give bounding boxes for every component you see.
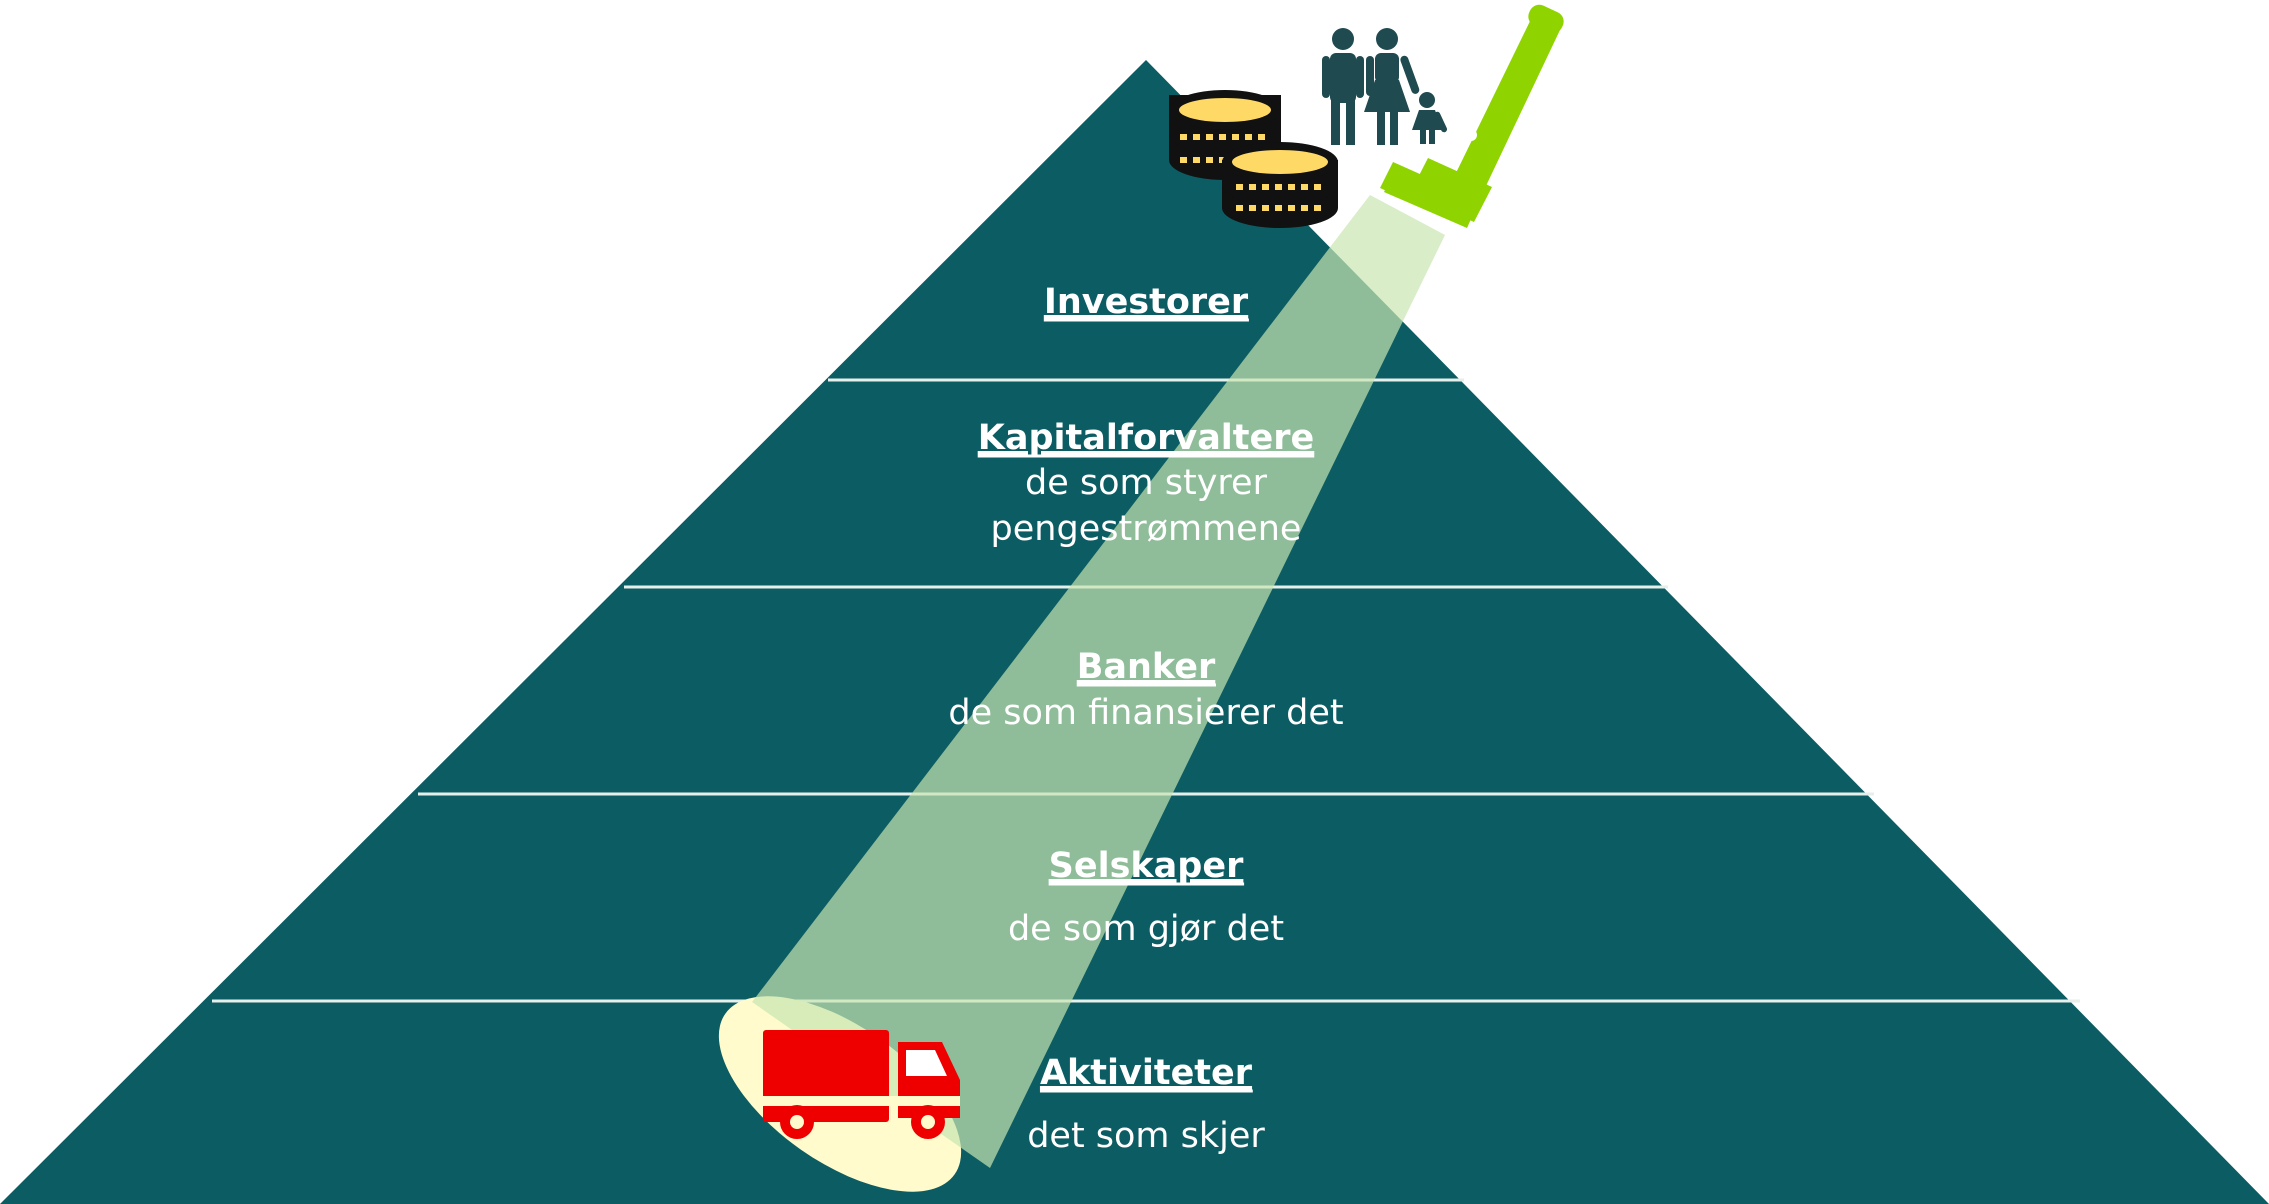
- level-5-title: Aktiviteter: [1040, 1053, 1253, 1093]
- level-5-line1: det som skjer: [1027, 1116, 1265, 1156]
- coins-icon: [1169, 90, 1338, 228]
- level-2-line2: pengestrømmene: [991, 509, 1302, 549]
- level-4-line1: de som gjør det: [1008, 909, 1284, 949]
- truck-icon: [763, 1030, 960, 1139]
- level-3-line1: de som finansierer det: [948, 693, 1343, 733]
- level-3-title: Banker: [1077, 647, 1216, 687]
- flashlight-beam: [752, 195, 1445, 1168]
- level-2-title: Kapitalforvaltere: [978, 418, 1315, 458]
- flashlight-icon: [1380, 4, 1564, 228]
- level-2-line1: de som styrer: [1025, 463, 1268, 503]
- level-4-title: Selskaper: [1049, 846, 1244, 886]
- level-1-title: Investorer: [1044, 282, 1249, 322]
- level-labels: Investorer Kapitalforvaltere de som styr…: [948, 282, 1343, 1156]
- family-icon: [1322, 28, 1448, 145]
